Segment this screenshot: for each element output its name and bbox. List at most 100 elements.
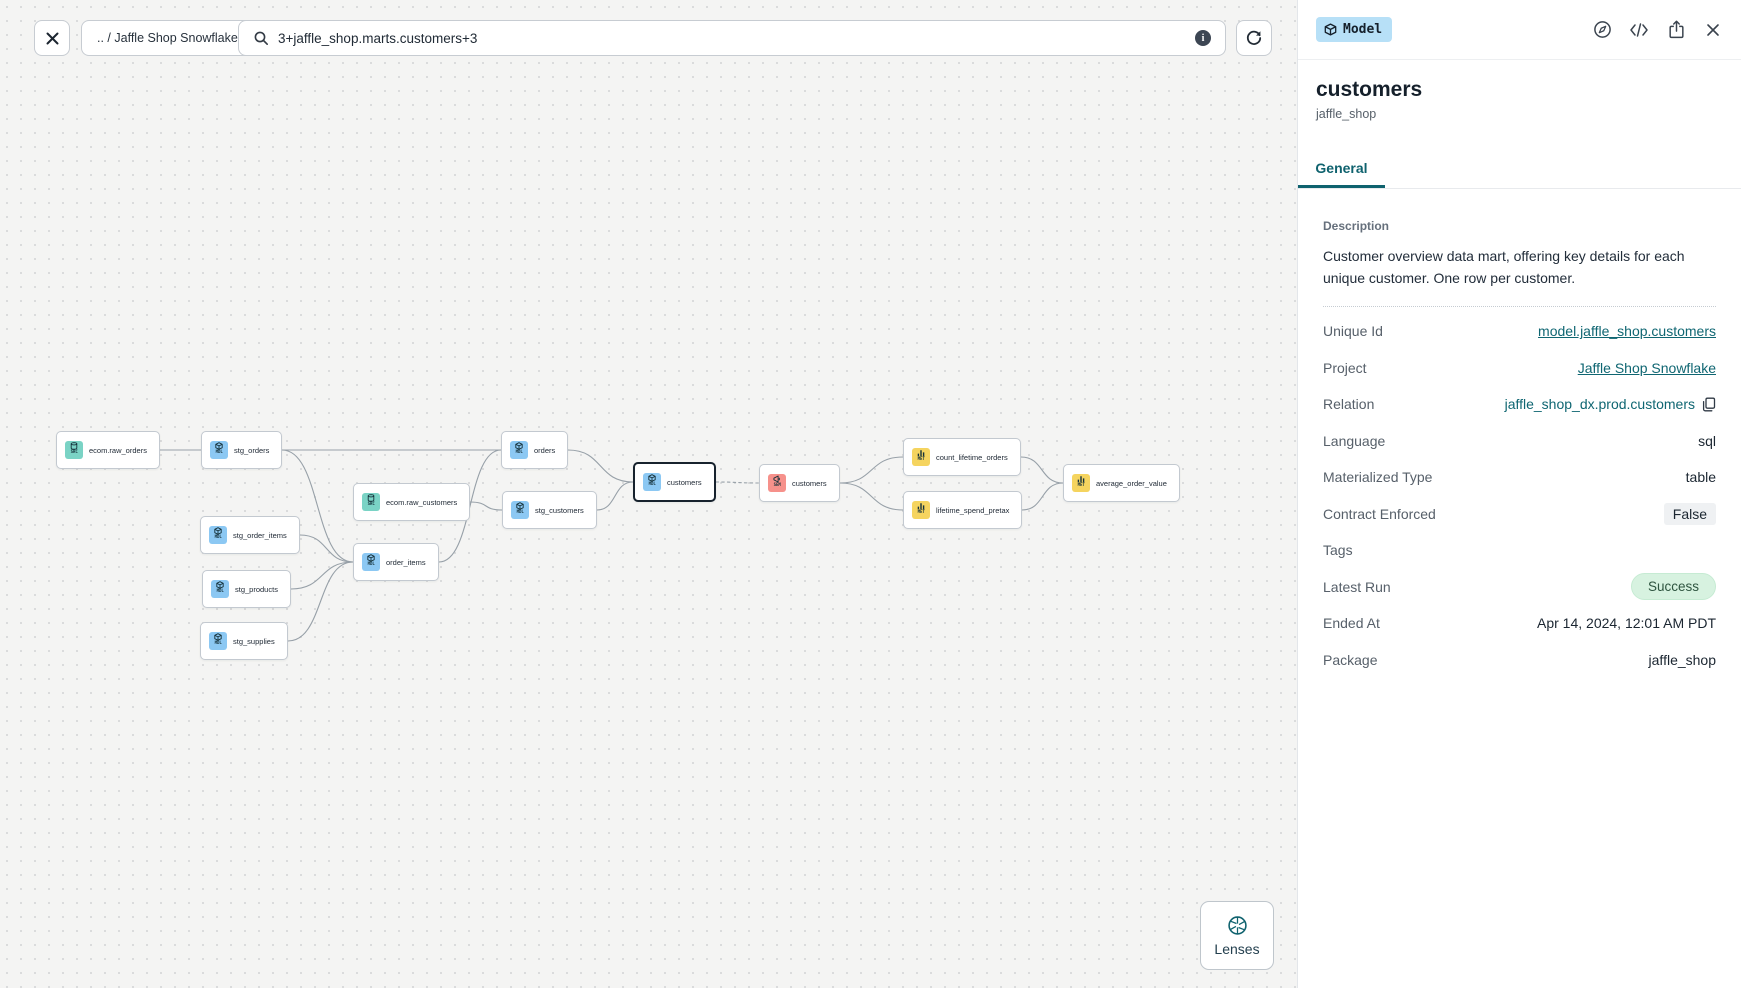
edge-stg_orders-order_items: [281, 449, 354, 563]
model-icon: MDL: [362, 553, 380, 571]
search-input[interactable]: [278, 30, 1186, 46]
search-icon: [254, 31, 268, 45]
model-icon: MDL: [209, 526, 227, 544]
edge-orders-customers: [567, 449, 634, 483]
view-code-button[interactable]: [1629, 20, 1649, 40]
details-panel: Model customers jaffle_shop General Desc…: [1297, 0, 1741, 988]
close-panel-button[interactable]: [1703, 20, 1723, 40]
model-icon: MDL: [210, 441, 228, 459]
aperture-icon: [1227, 915, 1247, 935]
source-icon: SRC: [362, 493, 380, 511]
field-row-relation: Relation jaffle_shop_dx.prod.customers: [1323, 386, 1716, 423]
refresh-button[interactable]: [1236, 20, 1272, 56]
node-label: stg_customers: [535, 505, 584, 515]
edge-layer: [159, 449, 1064, 642]
graph-node-customers[interactable]: MDL customers: [633, 462, 716, 502]
node-label: stg_supplies: [233, 636, 275, 646]
package-value: jaffle_shop: [1648, 651, 1716, 668]
node-label: orders: [534, 445, 556, 455]
node-label: stg_order_items: [233, 530, 287, 540]
contract-enforced-badge: False: [1663, 502, 1716, 525]
field-row-project: Project Jaffle Shop Snowflake: [1323, 359, 1716, 376]
edge-ecom_raw_customers-stg_customers: [469, 501, 503, 511]
edge-lifetime_spend_pretax-average_order_value: [1021, 482, 1064, 511]
share-icon: [1668, 20, 1684, 39]
search-bar: i: [238, 20, 1226, 56]
node-label: lifetime_spend_pretax: [936, 505, 1010, 515]
materialized-type-value: table: [1685, 469, 1716, 486]
status-badge: Success: [1630, 573, 1716, 601]
field-row-materialized-type: Materialized Type table: [1323, 469, 1716, 486]
field-row-language: Language sql: [1323, 432, 1716, 449]
model-icon: MDL: [511, 501, 529, 519]
share-button[interactable]: [1666, 20, 1686, 40]
resource-type-badge: Model: [1316, 17, 1393, 42]
divider: [1323, 305, 1716, 307]
panel-subtitle: jaffle_shop: [1316, 107, 1377, 121]
ended-at-value: Apr 14, 2024, 12:01 AM PDT: [1537, 615, 1716, 632]
language-value: sql: [1698, 432, 1716, 449]
resource-type-label: Model: [1343, 22, 1383, 37]
tab-general[interactable]: General: [1298, 151, 1385, 188]
explore-button[interactable]: [1592, 20, 1612, 40]
model-icon: MDL: [211, 580, 229, 598]
source-icon: SRC: [65, 441, 83, 459]
info-icon[interactable]: i: [1195, 30, 1211, 46]
graph-node-ecom_raw_customers[interactable]: SRC ecom.raw_customers: [353, 483, 471, 521]
edge-stg_order_items-order_items: [299, 534, 354, 563]
node-label: order_items: [386, 557, 426, 567]
graph-node-stg_order_items[interactable]: MDL stg_order_items: [200, 516, 300, 554]
node-label: ecom.raw_customers: [386, 497, 458, 507]
metric-icon: MET: [912, 448, 930, 466]
edge-customers_sem-lifetime_spend_pretax: [839, 482, 904, 511]
graph-node-stg_orders[interactable]: MDL stg_orders: [201, 431, 283, 469]
copy-button[interactable]: [1702, 397, 1716, 412]
project-link[interactable]: Jaffle Shop Snowflake: [1577, 359, 1716, 376]
field-row-package: Package jaffle_shop: [1323, 651, 1716, 668]
description-label: Description: [1323, 219, 1390, 233]
graph-node-stg_customers[interactable]: MDL stg_customers: [502, 491, 597, 529]
node-label: stg_products: [235, 584, 278, 594]
compass-icon: [1593, 21, 1611, 38]
field-row-tags: Tags: [1323, 542, 1353, 559]
breadcrumb[interactable]: .. / Jaffle Shop Snowflake: [81, 20, 254, 56]
panel-header: Model: [1298, 0, 1741, 60]
relation-value: jaffle_shop_dx.prod.customers: [1504, 396, 1695, 413]
graph-node-orders[interactable]: MDL orders: [501, 431, 569, 469]
copy-icon: [1702, 397, 1716, 411]
lenses-button[interactable]: Lenses: [1200, 901, 1274, 970]
edge-stg_products-order_items: [290, 561, 354, 590]
panel-tabs: General: [1298, 151, 1741, 189]
semantic-model-icon: SEM: [768, 474, 786, 492]
edge-stg_supplies-order_items: [287, 561, 354, 642]
field-row-latest-run: Latest Run Success: [1323, 568, 1716, 605]
graph-node-order_items[interactable]: MDL order_items: [353, 543, 439, 581]
edge-customers-customers_sem: [715, 481, 760, 484]
close-icon: [1707, 23, 1719, 36]
close-lineage-button[interactable]: [34, 20, 70, 56]
node-label: ecom.raw_orders: [89, 445, 147, 455]
metric-icon: MET: [1072, 474, 1090, 492]
edge-customers_sem-count_lifetime_orders: [839, 456, 904, 484]
code-icon: [1630, 22, 1648, 37]
close-icon: [46, 32, 58, 44]
graph-node-ecom_raw_orders[interactable]: SRC ecom.raw_orders: [56, 431, 160, 469]
refresh-icon: [1246, 30, 1262, 45]
model-icon: MDL: [510, 441, 528, 459]
lenses-label: Lenses: [1214, 940, 1260, 957]
edge-stg_customers-customers: [596, 481, 634, 511]
node-label: stg_orders: [234, 445, 270, 455]
unique-id-link[interactable]: model.jaffle_shop.customers: [1538, 323, 1716, 340]
model-icon: MDL: [643, 473, 661, 491]
general-section: Description Customer overview data mart,…: [1298, 189, 1741, 678]
field-row-ended-at: Ended At Apr 14, 2024, 12:01 AM PDT: [1323, 615, 1716, 632]
panel-title: customers: [1316, 78, 1423, 101]
node-label: customers: [667, 477, 702, 487]
graph-node-stg_products[interactable]: MDL stg_products: [202, 570, 291, 608]
